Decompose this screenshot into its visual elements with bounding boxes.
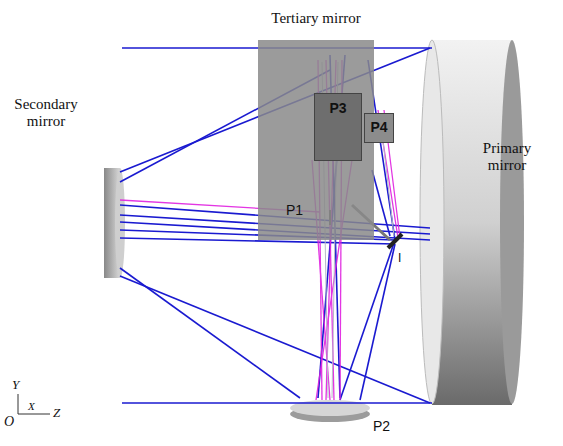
axis-label: Z [53,406,60,421]
callout-label: P2 [373,418,390,434]
fold-prism: P3 [314,93,362,161]
callout-label: P1 [286,202,303,218]
part-label: P4 [365,114,393,135]
axis-label: O [4,414,14,430]
part-label: P3 [315,94,361,116]
axis-triad [18,394,50,414]
image-plane [388,234,402,248]
tertiary-mirror: Tertiary mirrorP3 [258,8,374,240]
part-label: Secondary mirror [6,96,86,131]
part-label: Tertiary mirror [271,10,360,27]
axis-label: X [28,400,35,413]
axis-label: Y [12,378,19,393]
primary-mirror-back [500,40,524,404]
part-label: Primary mirror [476,140,538,175]
primary-mirror-face [420,40,444,404]
callout-label: I [398,252,401,266]
fold-prism: P4 [364,113,394,143]
